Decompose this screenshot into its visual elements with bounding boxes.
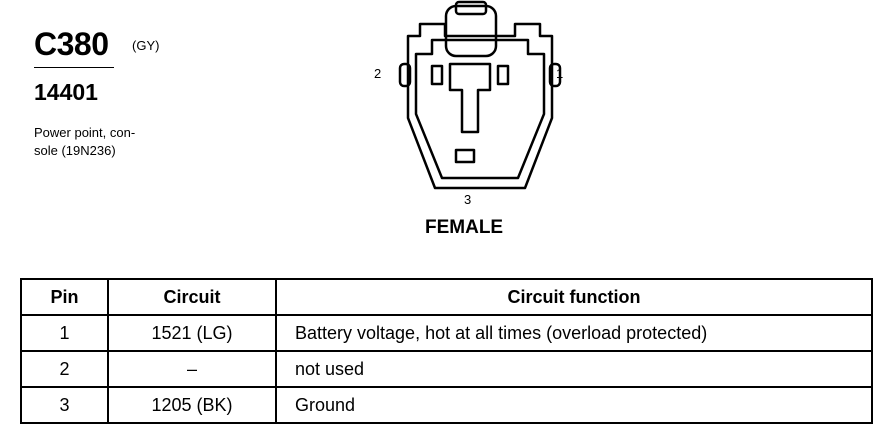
cell-function: Battery voltage, hot at all times (overl… xyxy=(275,314,873,352)
connector-housing-outline xyxy=(406,22,554,190)
connector-inner-wall xyxy=(414,38,546,180)
cell-circuit: – xyxy=(107,350,277,388)
table-row: 3 1205 (BK) Ground xyxy=(20,386,873,424)
right-ear xyxy=(548,62,562,88)
description-line-1: Power point, con- xyxy=(34,125,136,140)
pin-function-table: Pin Circuit Circuit function 1 1521 (LG)… xyxy=(20,278,873,424)
connector-color-code: (GY) xyxy=(132,38,160,53)
pin-cavity-t xyxy=(448,62,492,134)
header-circuit-function: Circuit function xyxy=(275,278,873,316)
connector-id-underline xyxy=(34,67,114,68)
connector-id: C380 xyxy=(34,26,109,62)
latch-cap xyxy=(454,0,488,16)
cell-circuit: 1521 (LG) xyxy=(107,314,277,352)
connector-gender-label: FEMALE xyxy=(425,217,504,238)
cell-pin: 1 xyxy=(20,314,109,352)
description-line-2: sole (19N236) xyxy=(34,143,116,158)
cell-circuit: 1205 (BK) xyxy=(107,386,277,424)
pin-cavity-1 xyxy=(496,64,510,86)
pin-label-2: 2 xyxy=(374,66,381,81)
connector-latch xyxy=(444,4,498,58)
cell-function: Ground xyxy=(275,386,873,424)
table-header-row: Pin Circuit Circuit function xyxy=(20,278,873,316)
cell-pin: 2 xyxy=(20,350,109,388)
cell-pin: 3 xyxy=(20,386,109,424)
table-row: 1 1521 (LG) Battery voltage, hot at all … xyxy=(20,314,873,352)
pin-label-3: 3 xyxy=(464,192,471,207)
connector-face-diagram: 2 1 3 xyxy=(374,0,563,207)
header-circuit: Circuit xyxy=(107,278,277,316)
pin-label-1: 1 xyxy=(556,66,563,81)
header-pin: Pin xyxy=(20,278,109,316)
part-number: 14401 xyxy=(34,79,98,105)
table-row: 2 – not used xyxy=(20,350,873,388)
pin-cavity-3 xyxy=(454,148,476,164)
cell-function: not used xyxy=(275,350,873,388)
left-ear xyxy=(398,62,412,88)
pin-cavity-2 xyxy=(430,64,444,86)
connector-description: Power point, con- sole (19N236) xyxy=(34,124,184,160)
